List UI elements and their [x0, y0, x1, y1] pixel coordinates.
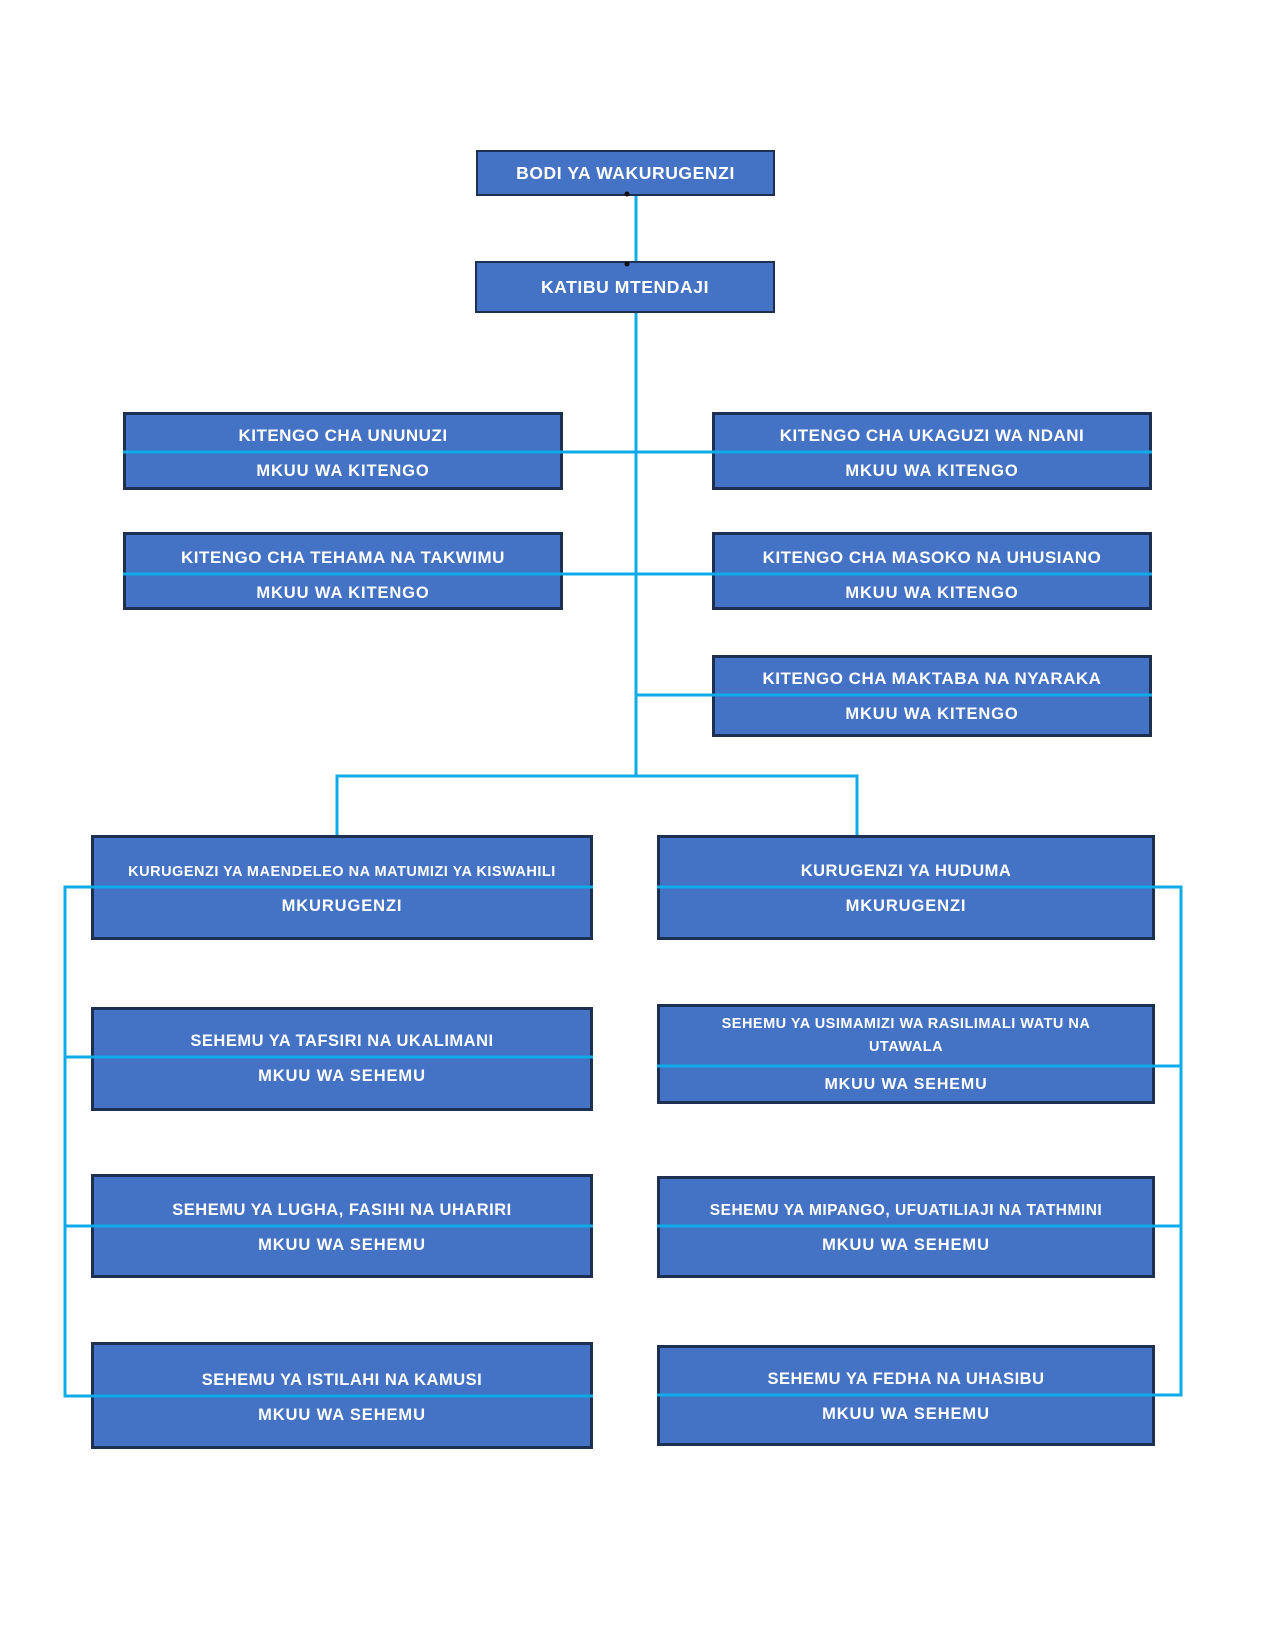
connector-left-bus: [63, 885, 593, 1398]
connector-directorate-split: [335, 774, 859, 835]
node-subtitle: MKUU WA KITENGO: [845, 705, 1019, 723]
node-title: KITENGO CHA UNUNUZI: [238, 426, 448, 446]
node-title: BODI YA WAKURUGENZI: [516, 162, 735, 183]
node-title: SEHEMU YA USIMAMIZI WA RASILIMALI WATU N…: [721, 1016, 1091, 1055]
node-title: KITENGO CHA UKAGUZI WA NDANI: [779, 426, 1085, 446]
org-node-kitengo-cha-ukaguzi-wa-ndani: KITENGO CHA UKAGUZI WA NDANI MKUU WA KIT…: [712, 412, 1152, 490]
org-node-katibu-mtendaji: KATIBU MTENDAJI: [475, 261, 775, 313]
org-node-sehemu-ya-lugha-fasihi-na-uhariri: SEHEMU YA LUGHA, FASIHI NA UHARIRI MKUU …: [91, 1174, 593, 1278]
node-title: SEHEMU YA TAFSIRI NA UKALIMANI: [190, 1032, 494, 1051]
node-title: KITENGO CHA MASOKO NA UHUSIANO: [762, 548, 1102, 568]
org-node-sehemu-ya-tafsiri-na-ukalimani: SEHEMU YA TAFSIRI NA UKALIMANI MKUU WA S…: [91, 1007, 593, 1111]
node-subtitle: MKUU WA KITENGO: [845, 584, 1019, 602]
node-subtitle: MKUU WA KITENGO: [256, 584, 430, 602]
org-node-kitengo-cha-maktaba-na-nyaraka: KITENGO CHA MAKTABA NA NYARAKA MKUU WA K…: [712, 655, 1152, 737]
node-subtitle: MKURUGENZI: [845, 897, 967, 915]
node-title: KITENGO CHA MAKTABA NA NYARAKA: [762, 669, 1102, 689]
node-title: SEHEMU YA MIPANGO, UFUATILIAJI NA TATHMI…: [709, 1202, 1103, 1220]
org-node-sehemu-ya-fedha-na-uhasibu: SEHEMU YA FEDHA NA UHASIBU MKUU WA SEHEM…: [657, 1345, 1155, 1446]
node-subtitle: MKUU WA SEHEMU: [258, 1067, 426, 1085]
org-node-kurugenzi-ya-maendeleo-na-matumizi-ya-kiswahili: KURUGENZI YA MAENDELEO NA MATUMIZI YA KI…: [91, 835, 593, 940]
node-subtitle: MKURUGENZI: [281, 897, 403, 915]
node-subtitle: MKUU WA SEHEMU: [822, 1236, 990, 1254]
org-node-bodi-ya-wakurugenzi: BODI YA WAKURUGENZI: [476, 150, 775, 196]
org-node-sehemu-ya-usimamizi-wa-rasilimali-watu-na-utawala: SEHEMU YA USIMAMIZI WA RASILIMALI WATU N…: [657, 1004, 1155, 1104]
org-node-sehemu-ya-mipango-ufuatiliaji-na-tathmini: SEHEMU YA MIPANGO, UFUATILIAJI NA TATHMI…: [657, 1176, 1155, 1278]
node-title: SEHEMU YA FEDHA NA UHASIBU: [767, 1370, 1045, 1389]
node-subtitle: MKUU WA KITENGO: [845, 462, 1019, 480]
org-node-kitengo-cha-ununuzi: KITENGO CHA UNUNUZI MKUU WA KITENGO: [123, 412, 563, 490]
org-node-sehemu-ya-istilahi-na-kamusi: SEHEMU YA ISTILAHI NA KAMUSI MKUU WA SEH…: [91, 1342, 593, 1449]
org-node-kitengo-cha-masoko-na-uhusiano: KITENGO CHA MASOKO NA UHUSIANO MKUU WA K…: [712, 532, 1152, 610]
node-subtitle: MKUU WA SEHEMU: [258, 1236, 426, 1254]
node-title: KITENGO CHA TEHAMA NA TAKWIMU: [181, 548, 505, 568]
node-title: SEHEMU YA LUGHA, FASIHI NA UHARIRI: [172, 1201, 512, 1220]
node-subtitle: MKUU WA KITENGO: [256, 462, 430, 480]
connector-right-bus: [657, 885, 1183, 1397]
org-node-kurugenzi-ya-huduma: KURUGENZI YA HUDUMA MKURUGENZI: [657, 835, 1155, 940]
org-node-kitengo-cha-tehama-na-takwimu: KITENGO CHA TEHAMA NA TAKWIMU MKUU WA KI…: [123, 532, 563, 610]
node-subtitle: MKUU WA SEHEMU: [822, 1405, 990, 1423]
node-title: SEHEMU YA ISTILAHI NA KAMUSI: [201, 1371, 483, 1390]
node-title: KURUGENZI YA MAENDELEO NA MATUMIZI YA KI…: [128, 864, 556, 881]
node-title: KURUGENZI YA HUDUMA: [800, 862, 1012, 881]
node-subtitle: MKUU WA SEHEMU: [824, 1076, 988, 1093]
node-subtitle: MKUU WA SEHEMU: [258, 1406, 426, 1424]
node-title: KATIBU MTENDAJI: [540, 276, 710, 297]
